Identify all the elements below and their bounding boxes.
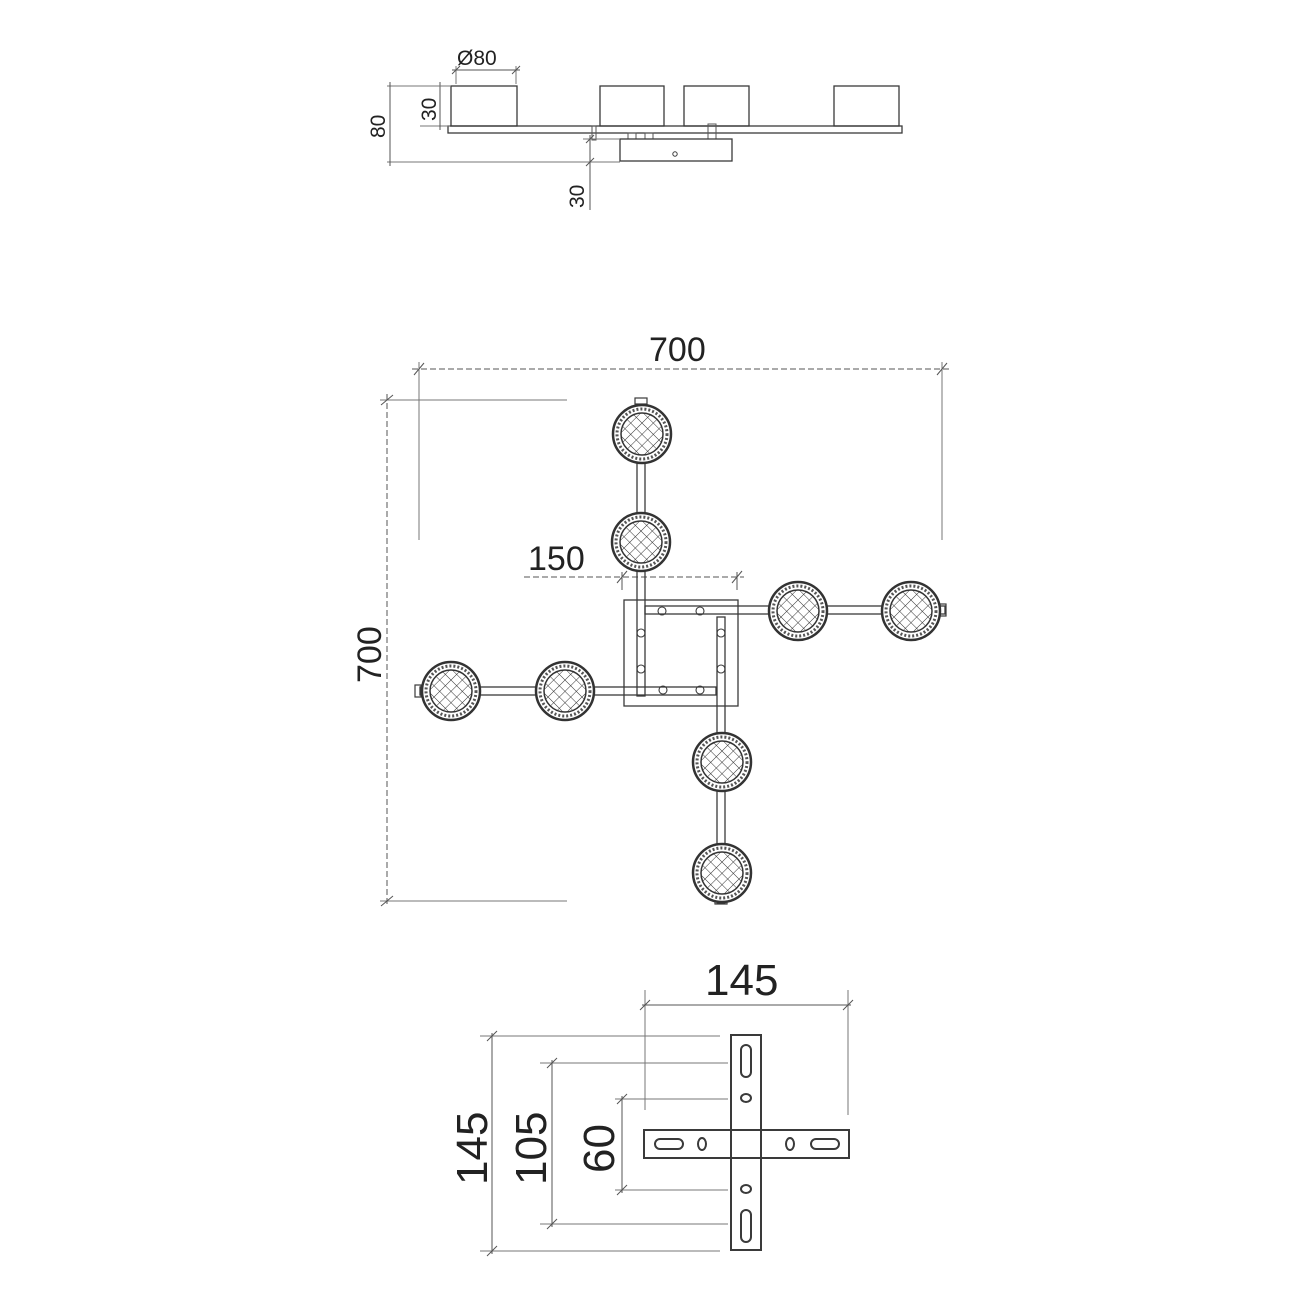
base-height-label: 30	[566, 185, 589, 208]
bracket-width-label: 145	[705, 956, 778, 1005]
arm-bar	[447, 125, 903, 134]
height-label: 700	[351, 626, 389, 683]
cross-bracket	[643, 1034, 850, 1251]
bracket-height-label: 145	[448, 1112, 497, 1185]
shade-4	[833, 85, 900, 127]
diameter-label: Ø80	[457, 47, 497, 70]
spotlight-6	[534, 660, 596, 722]
spotlight-2	[610, 511, 672, 573]
top-view: 700 700 150	[351, 331, 950, 907]
bracket-view: 145 145 105 60	[448, 956, 854, 1257]
bracket-slots	[654, 1044, 840, 1243]
spotlight-8	[691, 842, 753, 904]
bracket-mid-label: 105	[507, 1112, 556, 1185]
arm-end-caps	[414, 397, 947, 905]
total-height-label: 80	[367, 115, 390, 138]
spotlight-4	[880, 580, 942, 642]
rivets	[636, 606, 726, 695]
spotlight-1	[611, 403, 673, 465]
spotlight-7	[691, 731, 753, 793]
shade-3	[683, 85, 750, 127]
canopy-base	[619, 138, 733, 162]
shade-1	[450, 85, 518, 127]
width-label: 700	[649, 331, 706, 369]
shade-height-label: 30	[418, 98, 441, 121]
side-view: Ø80 30 80 30	[367, 47, 903, 210]
spotlight-3	[767, 580, 829, 642]
canopy-plate	[623, 599, 739, 707]
shade-2	[599, 85, 665, 127]
spotlight-5	[420, 660, 482, 722]
bracket-inner-label: 60	[575, 1124, 624, 1173]
canopy-screw	[672, 151, 678, 157]
arms	[419, 459, 946, 904]
offset-label: 150	[528, 540, 585, 578]
